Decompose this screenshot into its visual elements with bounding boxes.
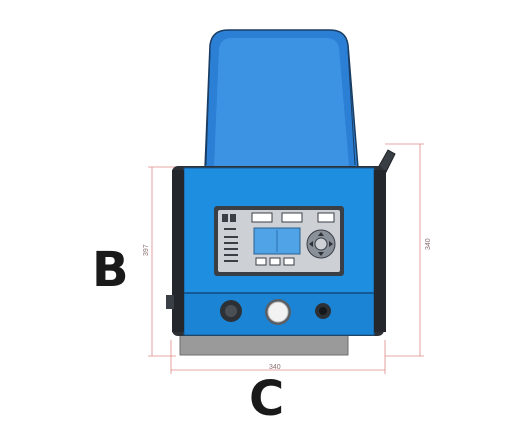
- side-rail-left: [172, 170, 184, 332]
- view-label-b: B: [92, 242, 129, 298]
- base-plate: [179, 332, 349, 356]
- hopper-edge-left: [205, 49, 211, 166]
- side-rail-right: [374, 170, 386, 332]
- power-button-icon[interactable]: [265, 299, 291, 325]
- soft-button-2[interactable]: [269, 257, 281, 266]
- display-left: [251, 212, 273, 223]
- control-panel: [214, 206, 344, 276]
- side-bracket: [166, 295, 174, 309]
- display-right: [281, 212, 303, 223]
- connector-icon[interactable]: [315, 303, 331, 319]
- dimension-right-height: 340: [425, 238, 432, 250]
- dimension-lines: [148, 143, 424, 374]
- dial-icon[interactable]: [220, 300, 242, 322]
- hopper: [204, 29, 359, 169]
- view-label-c: C: [249, 371, 285, 427]
- dpad-icon[interactable]: [306, 229, 336, 259]
- dimension-left-height: 397: [143, 244, 150, 256]
- soft-button-1[interactable]: [255, 257, 267, 266]
- hopper-edge-right: [347, 49, 356, 166]
- soft-button-3[interactable]: [283, 257, 295, 266]
- indicator-column: [222, 214, 238, 262]
- display-mode: [317, 212, 335, 223]
- hopper-face: [214, 38, 349, 166]
- dimension-bottom-width: 340: [269, 364, 281, 371]
